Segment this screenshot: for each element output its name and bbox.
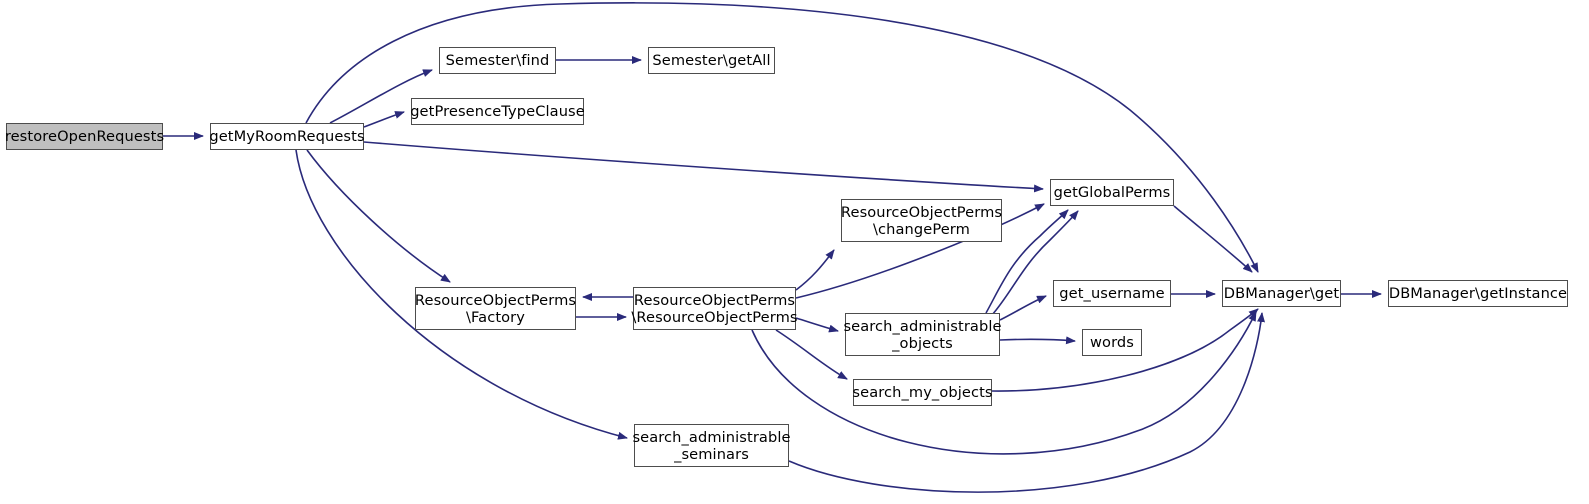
node-label: getMyRoomRequests: [209, 128, 365, 145]
edge-roprop-changeperm: [795, 249, 835, 291]
node-get_username[interactable]: get_username: [1053, 280, 1171, 307]
edge-roprop-dbmanagerget: [751, 311, 1257, 455]
edge-getMyRoomRequests-semesterfind: [329, 69, 433, 124]
edge-searchadministrableobjects-words: [999, 336, 1076, 345]
edge-searchadministrableobjects-getglobalperms-b: [991, 210, 1079, 316]
node-label: ResourceObjectPerms \changePerm: [840, 203, 1003, 238]
node-resourceobjectperms-changeperm[interactable]: ResourceObjectPerms \changePerm: [841, 199, 1002, 242]
node-semester-find[interactable]: Semester\find: [439, 47, 556, 74]
node-search_administrable_objects[interactable]: search_administrable _objects: [843, 313, 1002, 356]
node-label: restoreOpenRequests: [4, 128, 165, 145]
node-label: Semester\find: [445, 52, 550, 69]
node-search_my_objects[interactable]: search_my_objects: [852, 379, 993, 406]
edge-searchadministrableseminars-dbmanagerget: [788, 312, 1266, 493]
edge-searchadministrableobjects-getglobalperms-a: [985, 209, 1069, 314]
node-label: get_username: [1059, 285, 1165, 302]
edge-getMyRoomRequests-factory: [306, 149, 451, 283]
node-semester-getall[interactable]: Semester\getAll: [648, 47, 775, 74]
node-label: ResourceObjectPerms \ResourceObjectPerms: [631, 291, 798, 326]
edge-getMyRoomRequests-getpresencetypeclause: [363, 111, 405, 128]
node-label: Semester\getAll: [652, 52, 771, 69]
node-getPresenceTypeClause[interactable]: getPresenceTypeClause: [410, 98, 585, 125]
edge-roprop-getglobalperms: [795, 203, 1045, 299]
node-dbmanager-getinstance[interactable]: DBManager\getInstance: [1388, 280, 1568, 307]
edge-roprop-searchmyobjects: [775, 329, 848, 380]
node-label: DBManager\getInstance: [1388, 285, 1568, 302]
node-search_administrable_seminars[interactable]: search_administrable _seminars: [632, 424, 791, 467]
node-label: ResourceObjectPerms \Factory: [414, 291, 577, 326]
node-resourceobjectperms-factory[interactable]: ResourceObjectPerms \Factory: [415, 287, 576, 330]
node-getGlobalPerms[interactable]: getGlobalPerms: [1050, 179, 1174, 206]
node-label: getPresenceTypeClause: [410, 103, 585, 120]
node-dbmanager-get[interactable]: DBManager\get: [1222, 280, 1341, 307]
node-words[interactable]: words: [1082, 329, 1142, 356]
node-label: search_administrable _objects: [843, 317, 1002, 352]
edge-searchadministrableobjects-getusername: [999, 295, 1047, 321]
node-resourceobjectperms-resourceobjectperms[interactable]: ResourceObjectPerms \ResourceObjectPerms: [631, 287, 798, 330]
node-label: getGlobalPerms: [1053, 184, 1171, 201]
edge-getMyRoomRequests-dbmanagerget: [305, 2, 1259, 273]
edge-getglobalperms-dbmanagerget: [1173, 205, 1253, 273]
node-label: search_my_objects: [852, 384, 993, 401]
node-getMyRoomRequests[interactable]: getMyRoomRequests: [209, 123, 365, 150]
node-label: search_administrable _seminars: [632, 428, 791, 463]
edge-getMyRoomRequests-getglobalperms: [363, 141, 1044, 193]
edge-searchmyobjects-dbmanagerget: [991, 308, 1259, 392]
edge-getMyRoomRequests-searchadministrableseminars: [295, 149, 628, 440]
node-label: words: [1090, 334, 1134, 351]
node-label: DBManager\get: [1223, 285, 1340, 302]
edge-roprop-searchadministrableobjects: [795, 317, 839, 333]
node-restoreOpenRequests[interactable]: restoreOpenRequests: [4, 123, 165, 150]
